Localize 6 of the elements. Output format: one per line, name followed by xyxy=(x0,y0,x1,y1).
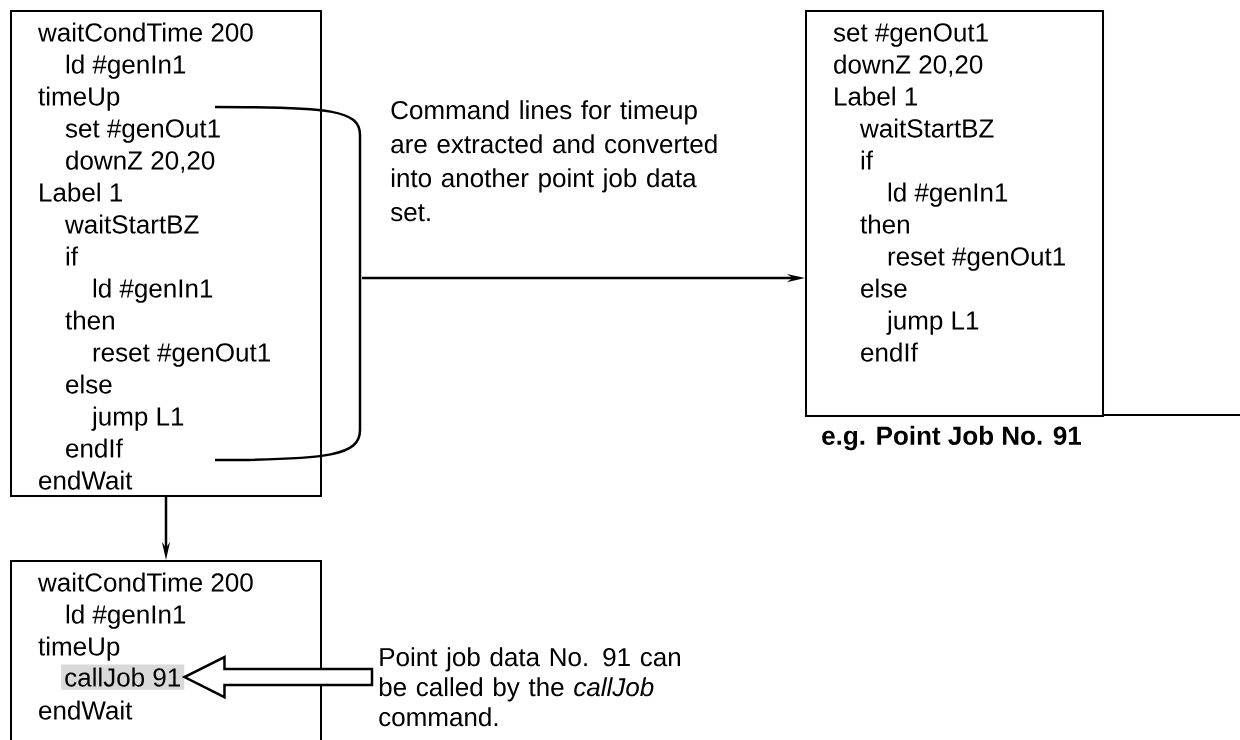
code-box: set #genOut1 downZ 20,20 Label 1 waitStartBZ if ld #genIn1 then reset #genOut1 else jump L1 endIf xyxy=(805,10,1104,417)
hollow-arrow xyxy=(181,655,374,700)
code-box: waitCondTime 200 ld #genIn1 timeUp set #genOut1 downZ 20,20 Label 1 waitStartBZ if ld #genIn1 then reset #genOut1 else jump L1 endIf endWait xyxy=(10,10,322,497)
edge-label: Command lines for timeup are extracted and converted into another point job data set. xyxy=(390,100,717,222)
note-text: Point job data No. 91 can be called by the callJob command. xyxy=(379,647,680,727)
caption: e.g. Point Job No. 91 xyxy=(822,425,1081,451)
